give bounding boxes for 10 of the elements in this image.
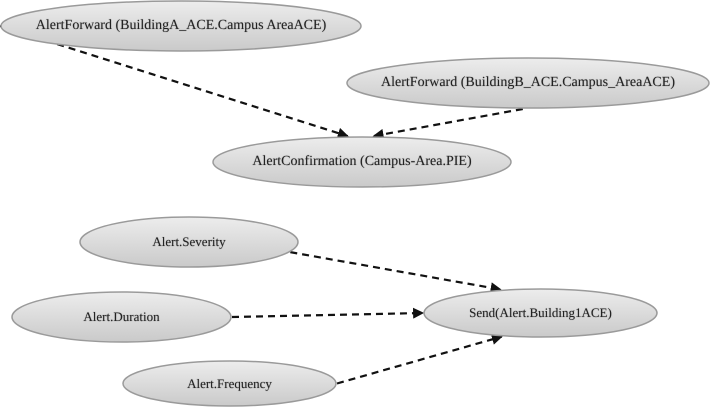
dashed-arrow (336, 334, 503, 385)
node-label: Alert.Severity (152, 234, 226, 250)
dashed-arrow (232, 308, 424, 319)
node-label: AlertConfirmation (Campus-Area.PIE) (252, 154, 472, 170)
node-label: Alert.Frequency (187, 376, 272, 392)
node-label: Send(Alert.Building1ACE) (469, 305, 612, 321)
node-label: AlertForward (BuildingB_ACE.Campus_AreaACE) (381, 75, 675, 91)
node-label: Alert.Duration (83, 309, 160, 325)
node-label: AlertForward (BuildingA_ACE.Campus AreaACE) (36, 18, 326, 34)
dashed-arrow (290, 251, 502, 294)
